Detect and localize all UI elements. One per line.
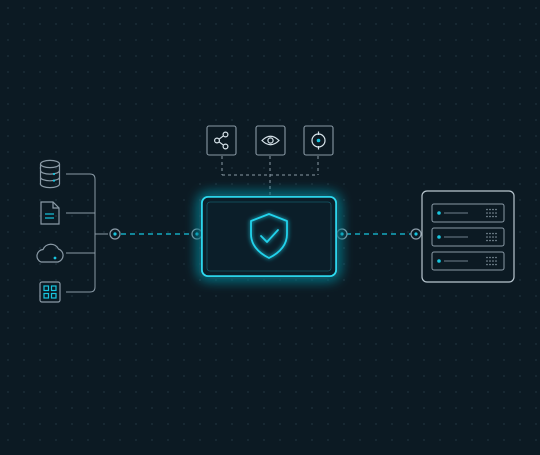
target-icon bbox=[311, 131, 326, 150]
source-connectors bbox=[66, 173, 108, 293]
share-icon bbox=[214, 131, 229, 150]
node-left-source bbox=[109, 228, 121, 240]
source-apps-grid-icon bbox=[39, 281, 61, 303]
module-connectors bbox=[221, 156, 319, 197]
server-unit-2 bbox=[431, 227, 505, 247]
shield-check-icon bbox=[250, 213, 288, 259]
node-hub-out bbox=[336, 228, 348, 240]
node-destination bbox=[410, 228, 422, 240]
server-unit-3 bbox=[431, 251, 505, 271]
source-database-icon bbox=[39, 159, 61, 189]
server-unit-1 bbox=[431, 203, 505, 223]
eye-icon bbox=[261, 135, 280, 146]
node-hub-in bbox=[191, 228, 203, 240]
security-hub bbox=[201, 196, 337, 277]
source-cloud-icon bbox=[36, 243, 64, 263]
module-eye bbox=[255, 125, 286, 156]
destination-server bbox=[421, 190, 515, 283]
module-target bbox=[303, 125, 334, 156]
module-share bbox=[206, 125, 237, 156]
source-document-icon bbox=[40, 201, 60, 225]
